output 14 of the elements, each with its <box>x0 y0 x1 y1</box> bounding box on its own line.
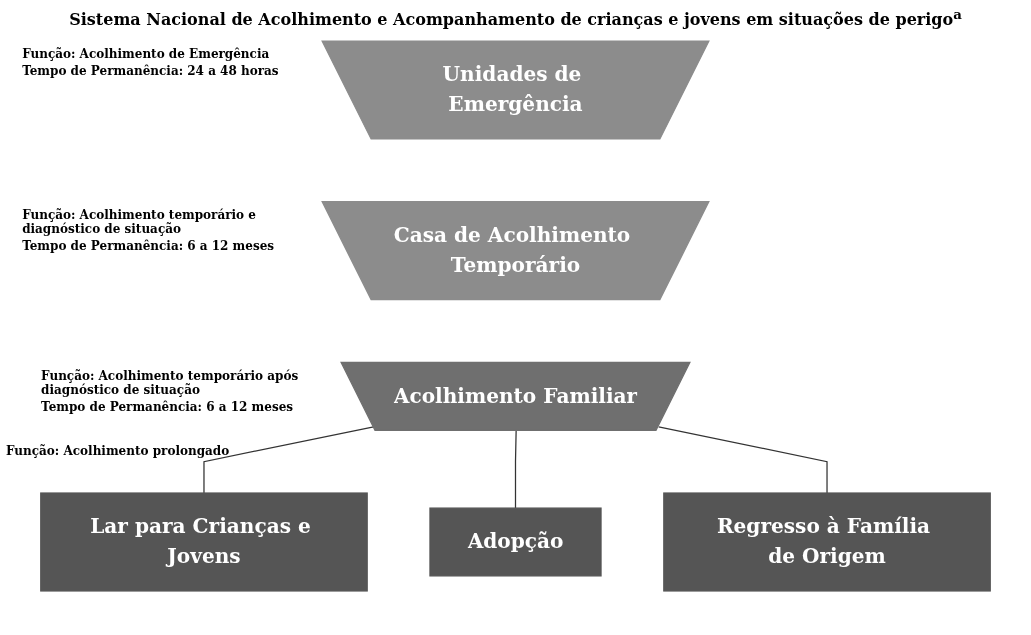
node-box: Regresso à Família de Origem <box>663 492 991 592</box>
node-note: Função: Acolhimento temporário e diagnóstico de situação <box>22 208 257 237</box>
connector <box>203 426 375 494</box>
node-note: Tempo de Permanência: 6 a 12 meses <box>41 399 295 414</box>
function-note: Função: Acolhimento prolongado <box>6 444 231 459</box>
connector <box>514 430 517 510</box>
node-note: Função: Acolhimento temporário após diagnóstico de situação <box>41 368 300 397</box>
node-note: Função: Acolhimento de Emergência <box>22 47 271 62</box>
node-note: Tempo de Permanência: 6 a 12 meses <box>22 239 276 254</box>
diagram-title: Sistema Nacional de Acolhimento e Acompanhamento de crianças e jovens em situações de perigo$^{a}$ <box>68 6 963 30</box>
node-box: Adopção <box>429 507 602 577</box>
node-box: Lar para Crianças e Jovens <box>40 492 368 592</box>
node-note: Tempo de Permanência: 24 a 48 horas <box>22 64 280 79</box>
connector <box>658 426 828 494</box>
